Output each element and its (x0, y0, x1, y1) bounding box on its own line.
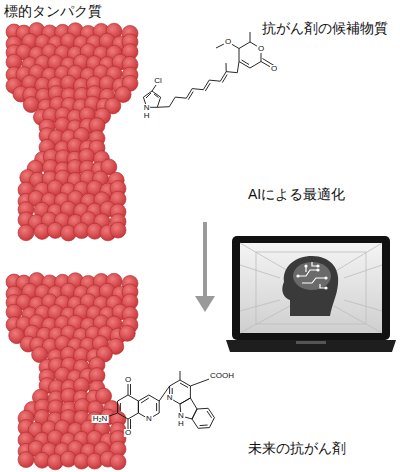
atom-label: N (177, 412, 185, 420)
laptop-part-part (240, 265, 280, 278)
result-label: 未来の抗がん剤 (248, 440, 346, 457)
laptop-part-part (240, 306, 290, 333)
molecule-future (101, 371, 214, 432)
laptop-part-part (304, 264, 307, 267)
atom-label: N (143, 104, 151, 112)
molecule-future-part (207, 411, 212, 418)
laptop-part-part (256, 252, 366, 324)
molecule-label: 抗がん剤の候補物質 (262, 20, 388, 37)
laptop-part-part (316, 264, 319, 267)
atom-label: O (257, 45, 265, 53)
atom-label: N (145, 415, 153, 423)
laptop-part (296, 264, 327, 289)
laptop-part (240, 243, 382, 333)
protein-bead (110, 454, 126, 470)
protein-bead (119, 325, 135, 341)
laptop-part-part (344, 300, 382, 311)
molecule-future-part (180, 383, 188, 388)
atom-label: N (166, 394, 174, 402)
molecule-future-part (130, 384, 131, 395)
laptop-part (298, 262, 326, 288)
molecule-candidate-part (226, 63, 227, 72)
laptop-part (232, 236, 390, 340)
laptop-part (282, 256, 338, 316)
laptop-part-part (302, 278, 326, 283)
atom-label: Cl (153, 77, 163, 85)
laptop-part (240, 243, 382, 333)
molecule-candidate-part (157, 106, 169, 108)
heading-label: 標的タンパク質 (4, 3, 102, 20)
laptop-part (226, 340, 396, 352)
protein-bead (18, 225, 34, 241)
laptop (226, 236, 396, 352)
atom-label: O (270, 65, 278, 73)
molecule-future-part (192, 408, 214, 428)
laptop-part (296, 341, 326, 344)
molecule-candidate-part (169, 72, 237, 107)
molecule-candidate-part (237, 62, 239, 73)
laptop-part (293, 262, 331, 290)
molecule-candidate-part (146, 93, 151, 98)
protein-bead (18, 452, 34, 468)
atom-label: COOH (209, 372, 235, 380)
protein-bottom (6, 273, 138, 470)
process-arrow-part (195, 296, 215, 312)
laptop-part-part (240, 300, 280, 311)
process-arrow (195, 222, 215, 312)
molecule-candidate-part (222, 75, 227, 83)
molecule-future-part (180, 371, 181, 380)
atom-label: O (224, 38, 232, 46)
atom-label: H (143, 112, 151, 120)
molecule-candidate-part (188, 92, 193, 100)
laptop-part-part (324, 286, 327, 289)
laptop-part-part (316, 268, 319, 271)
laptop-part-part (298, 270, 318, 276)
laptop-part-part (344, 265, 382, 278)
atom-label: O (124, 429, 132, 437)
molecule-candidate-part (154, 94, 159, 98)
atom-label: H (177, 420, 185, 428)
atom-label: O (124, 376, 132, 384)
molecule-candidate-part (242, 60, 250, 65)
laptop-part-part (296, 274, 299, 277)
molecule-future-part (118, 395, 139, 419)
process-arrow-part (203, 222, 207, 298)
molecule-future-part (156, 403, 157, 411)
protein-top (6, 23, 138, 242)
molecule-future-part (200, 425, 208, 427)
molecule-future-part (120, 403, 121, 411)
molecule-candidate (143, 32, 274, 107)
laptop-part-part (324, 276, 327, 279)
protein-bead (110, 222, 126, 238)
molecule-candidate-part (205, 83, 210, 91)
molecule-candidate-part (250, 32, 251, 42)
process-label: AIによる最適化 (248, 186, 345, 203)
molecule-future-part (141, 398, 149, 403)
atom-label: H₂N (92, 415, 109, 423)
laptop-part-part (334, 306, 382, 333)
protein-bead (23, 97, 39, 113)
